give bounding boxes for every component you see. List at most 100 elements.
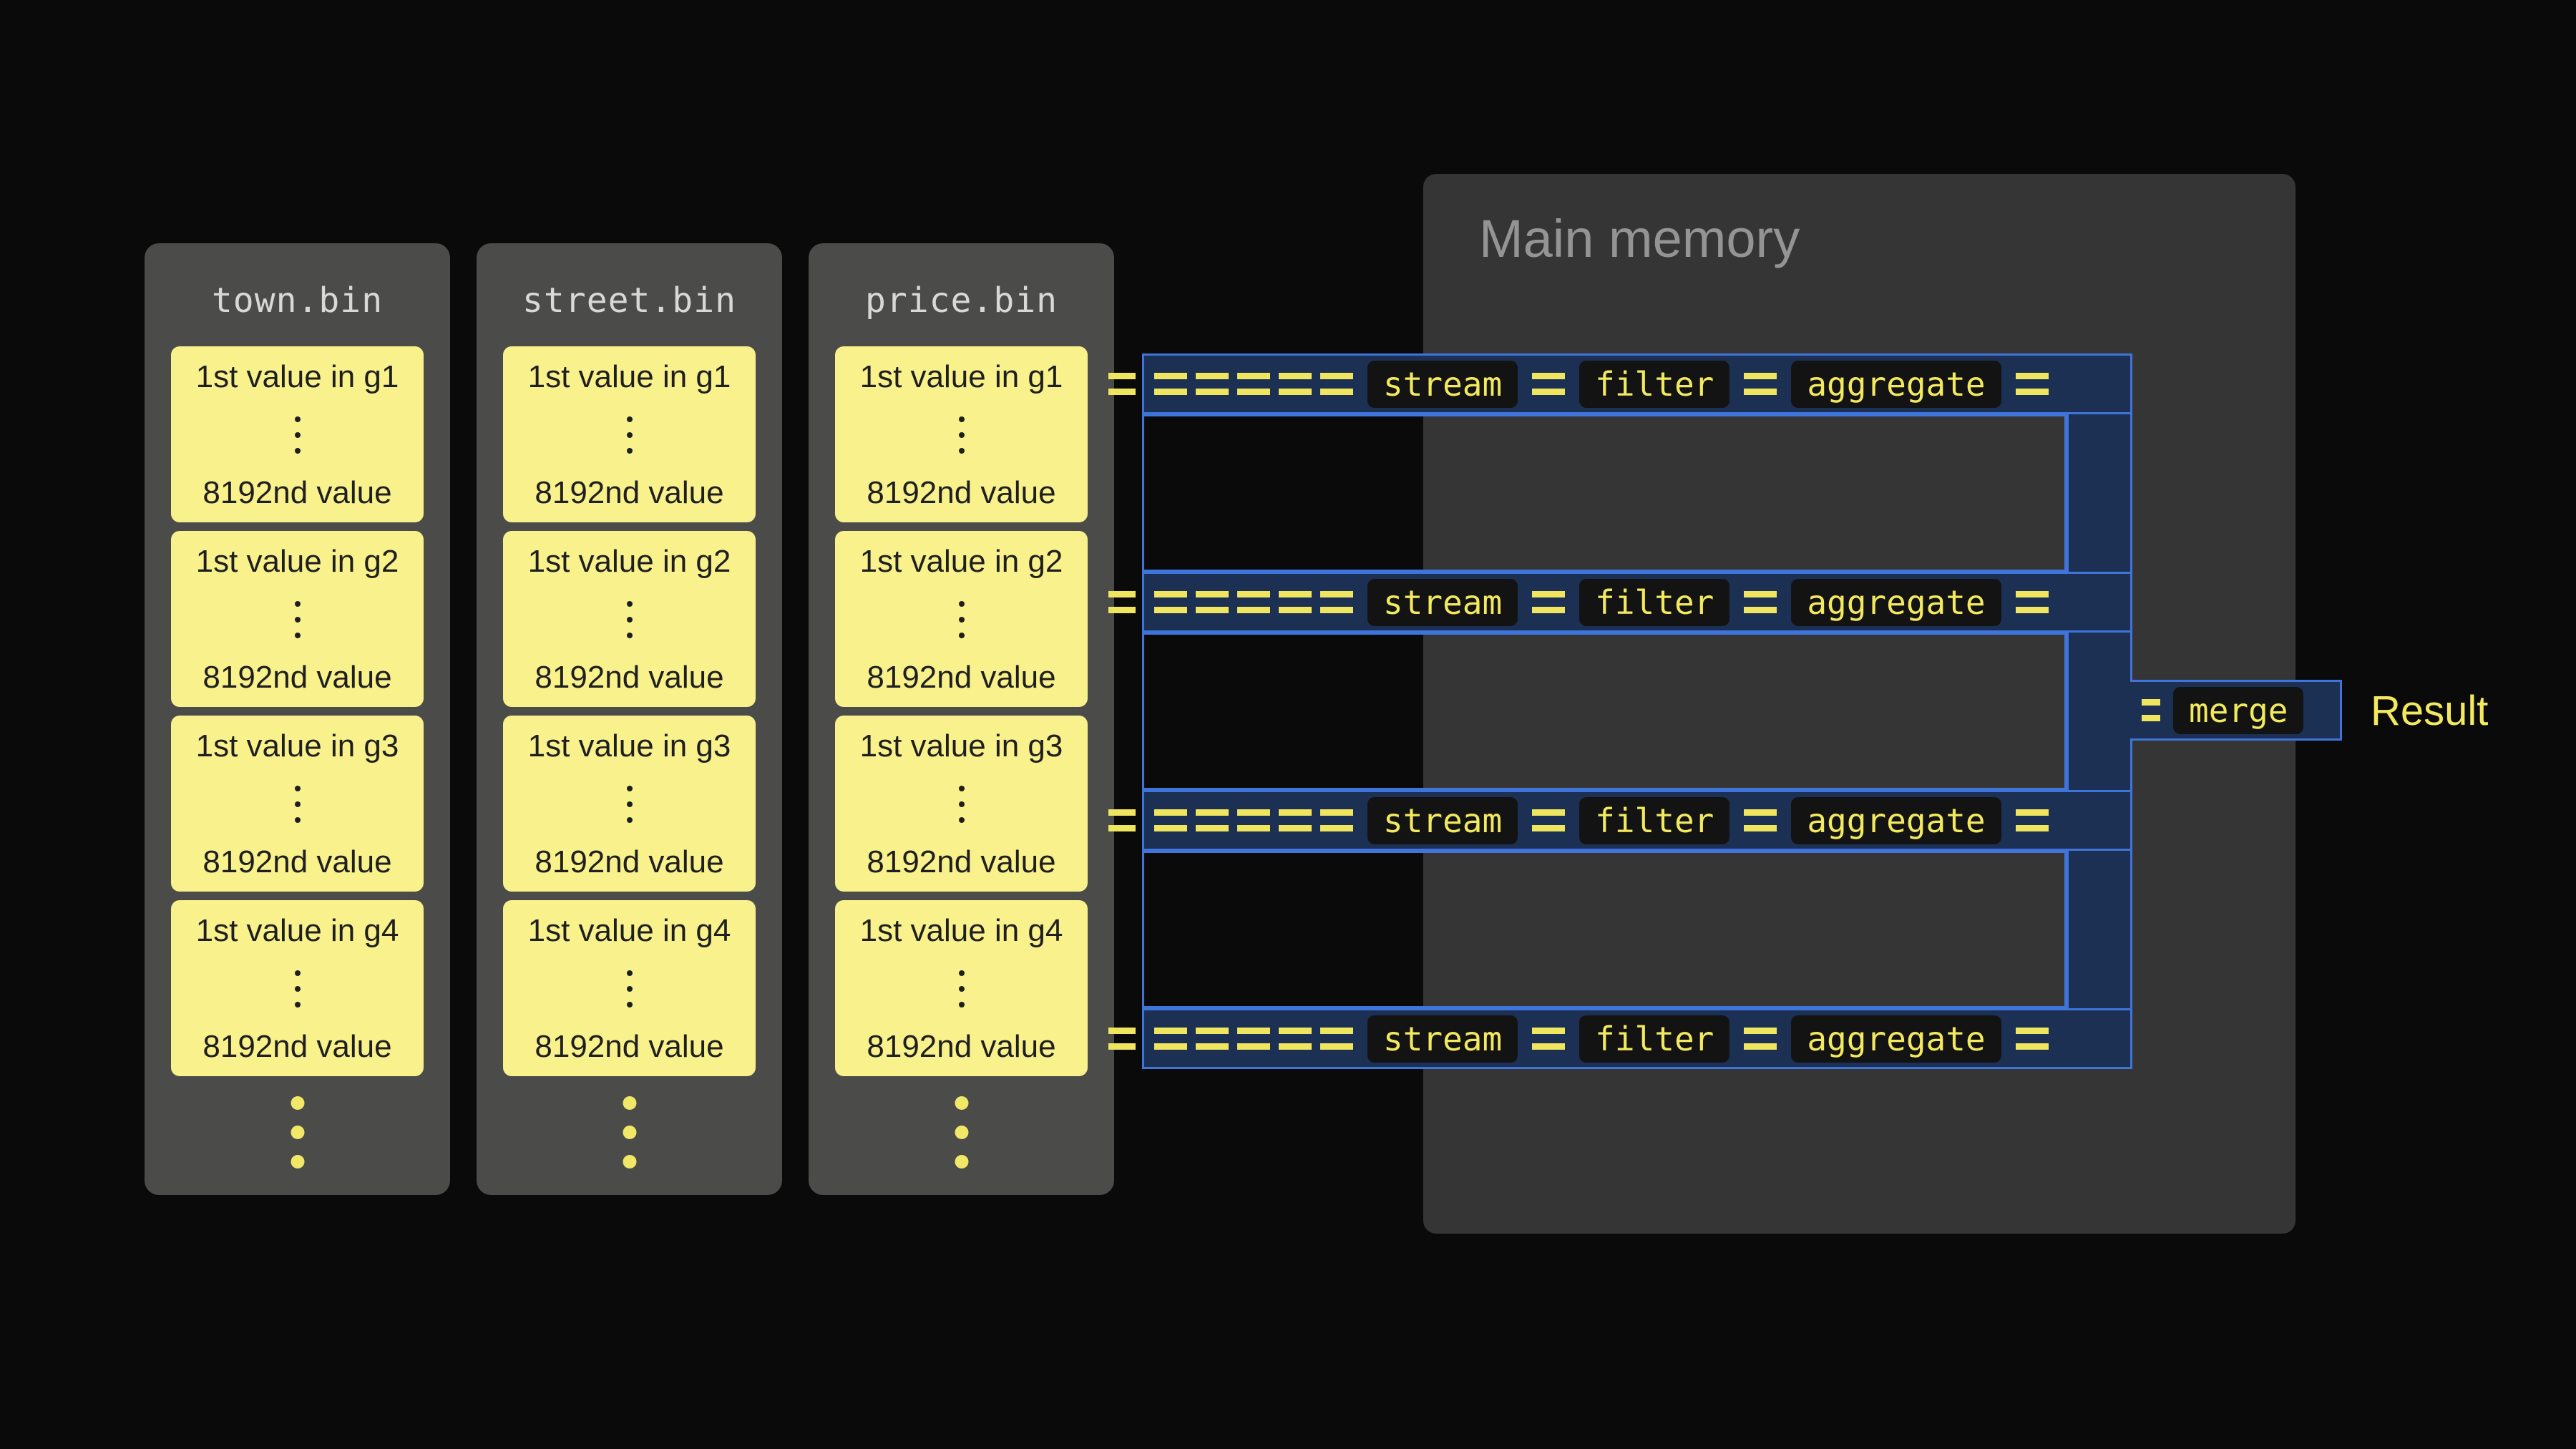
granule-last-value: 8192nd value: [535, 475, 724, 510]
ellipsis-vertical-icon: [294, 416, 301, 454]
ellipsis-vertical-icon: [294, 786, 301, 823]
granule-card: 1st value in g3 8192nd value: [835, 716, 1088, 892]
filter-stage: filter: [1579, 360, 1730, 408]
stream-stage: stream: [1367, 360, 1518, 408]
data-flow-dash: [1196, 809, 1229, 831]
data-flow-dash: [1744, 1028, 1777, 1050]
data-flow-dash: [1154, 809, 1187, 831]
file-panel-price: price.bin 1st value in g1 8192nd value 1…: [809, 243, 1114, 1195]
aggregate-stage: aggregate: [1791, 796, 2001, 844]
data-flow-dash: [1154, 591, 1187, 613]
data-flow-dash: [1108, 373, 1136, 395]
granule-card: 1st value in g4 8192nd value: [503, 900, 756, 1076]
data-flow-dash: [1744, 591, 1777, 613]
granule-last-value: 8192nd value: [203, 660, 392, 695]
more-granules-dots: [955, 1096, 968, 1169]
ellipsis-vertical-icon: [958, 786, 965, 823]
data-flow-dash: [1279, 591, 1312, 613]
file-title: town.bin: [211, 280, 384, 321]
pipeline-merge-spine: [2067, 353, 2132, 1069]
filter-stage: filter: [1579, 1015, 1730, 1063]
aggregate-stage: aggregate: [1791, 360, 2001, 408]
data-flow-dash: [1279, 373, 1312, 395]
granule-cards: 1st value in g1 8192nd value 1st value i…: [503, 346, 756, 1076]
stream-stage: stream: [1367, 578, 1518, 626]
granule-last-value: 8192nd value: [535, 1029, 724, 1064]
data-flow-dash: [1108, 1028, 1136, 1050]
granule-first-value: 1st value in g4: [195, 913, 399, 948]
data-flow-dash: [1744, 809, 1777, 831]
data-flow-dash: [1237, 373, 1270, 395]
granule-last-value: 8192nd value: [203, 844, 392, 879]
file-title: price.bin: [864, 280, 1058, 321]
ellipsis-vertical-icon: [958, 601, 965, 638]
pipeline-gap-outline: [1142, 633, 2067, 790]
granule-last-value: 8192nd value: [867, 1029, 1056, 1064]
data-flow-dash: [1279, 1028, 1312, 1050]
file-panel-town: town.bin 1st value in g1 8192nd value 1s…: [145, 243, 450, 1195]
merge-band: merge: [2130, 680, 2342, 741]
data-flow-dash: [2015, 591, 2049, 613]
data-flow-dash: [2015, 1028, 2049, 1050]
data-flow-dash: [1320, 591, 1353, 613]
data-flow-dash: [1154, 1028, 1187, 1050]
ellipsis-vertical-icon: [626, 416, 633, 454]
data-flow-dash: [1532, 373, 1566, 395]
granule-first-value: 1st value in g2: [195, 544, 399, 579]
granule-last-value: 8192nd value: [535, 844, 724, 879]
granule-cards: 1st value in g1 8192nd value 1st value i…: [171, 346, 424, 1076]
data-flow-dash: [1237, 1028, 1270, 1050]
filter-stage: filter: [1579, 578, 1730, 626]
data-flow-dash: [1744, 373, 1777, 395]
data-flow-dash: [1108, 809, 1136, 831]
pipeline-band-2: stream filter aggregate: [1142, 572, 2132, 633]
granule-last-value: 8192nd value: [203, 1029, 392, 1064]
granule-card: 1st value in g1 8192nd value: [835, 346, 1088, 522]
granule-first-value: 1st value in g2: [859, 544, 1063, 579]
data-flow-dash: [1237, 809, 1270, 831]
main-memory-title: Main memory: [1479, 209, 1800, 268]
data-flow-dash: [1320, 373, 1353, 395]
ellipsis-vertical-icon: [294, 601, 301, 638]
granule-card: 1st value in g1 8192nd value: [503, 346, 756, 522]
data-flow-dash: [1279, 809, 1312, 831]
granule-first-value: 1st value in g3: [195, 728, 399, 763]
data-flow-dash: [1532, 591, 1566, 613]
granule-card: 1st value in g3 8192nd value: [171, 716, 424, 892]
granule-first-value: 1st value in g3: [859, 728, 1063, 763]
data-flow-dash: [2015, 373, 2049, 395]
granule-card: 1st value in g4 8192nd value: [835, 900, 1088, 1076]
result-label: Result: [2371, 688, 2489, 734]
stream-stage: stream: [1367, 796, 1518, 844]
data-flow-dash: [1196, 373, 1229, 395]
more-granules-dots: [623, 1096, 636, 1169]
granule-last-value: 8192nd value: [867, 475, 1056, 510]
data-flow-dash: [1154, 373, 1187, 395]
granule-first-value: 1st value in g2: [527, 544, 731, 579]
granule-first-value: 1st value in g4: [859, 913, 1063, 948]
merge-stage: merge: [2173, 686, 2304, 734]
granule-card: 1st value in g4 8192nd value: [171, 900, 424, 1076]
pipeline-band-4: stream filter aggregate: [1142, 1008, 2132, 1069]
data-flow-dash: [1320, 1028, 1353, 1050]
more-granules-dots: [291, 1096, 304, 1169]
granule-first-value: 1st value in g1: [195, 359, 399, 394]
granule-card: 1st value in g1 8192nd value: [171, 346, 424, 522]
granule-first-value: 1st value in g1: [527, 359, 731, 394]
data-flow-dash: [1108, 591, 1136, 613]
pipeline-gap-outline: [1142, 414, 2067, 572]
filter-stage: filter: [1579, 796, 1730, 844]
ellipsis-vertical-icon: [294, 970, 301, 1008]
ellipsis-vertical-icon: [626, 970, 633, 1008]
granule-last-value: 8192nd value: [867, 844, 1056, 879]
data-flow-dash: [2015, 809, 2049, 831]
granule-last-value: 8192nd value: [535, 660, 724, 695]
granule-last-value: 8192nd value: [867, 660, 1056, 695]
ellipsis-vertical-icon: [958, 970, 965, 1008]
data-flow-dash: [1532, 1028, 1566, 1050]
granule-cards: 1st value in g1 8192nd value 1st value i…: [835, 346, 1088, 1076]
granule-first-value: 1st value in g4: [527, 913, 731, 948]
data-flow-dash: [1196, 1028, 1229, 1050]
data-flow-dash: [2142, 699, 2160, 721]
ellipsis-vertical-icon: [958, 416, 965, 454]
